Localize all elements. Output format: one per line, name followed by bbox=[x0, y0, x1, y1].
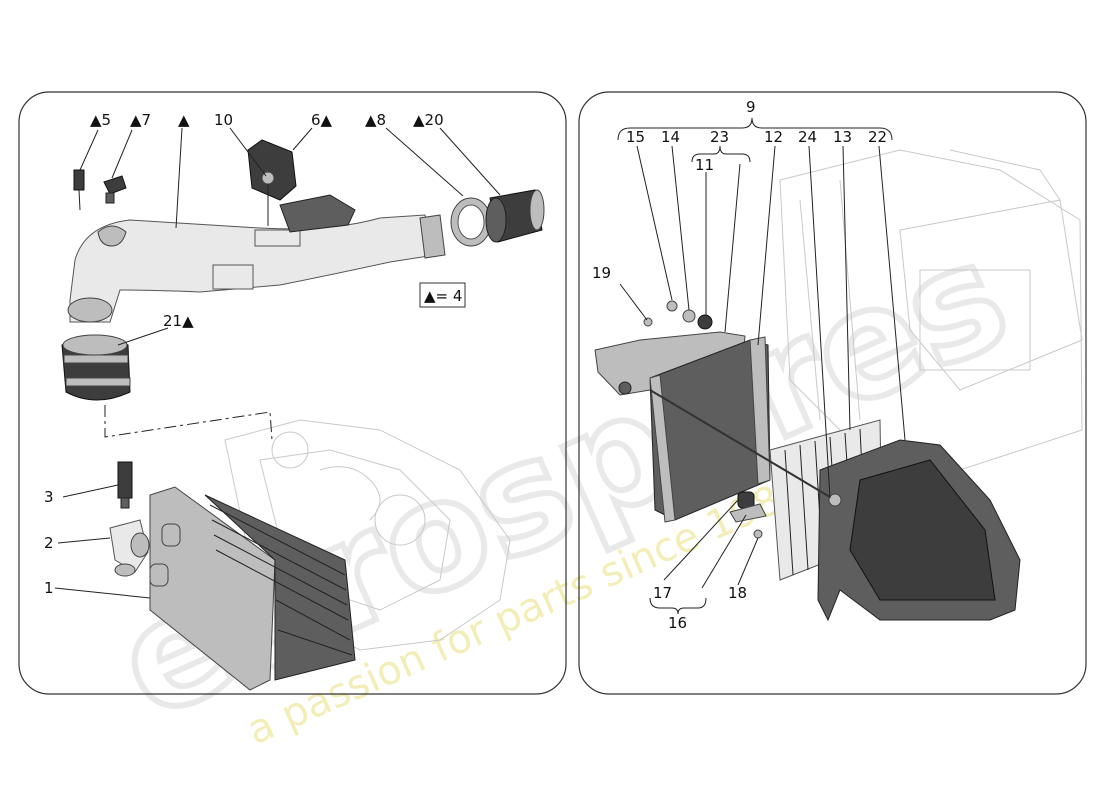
callout-3: 3 bbox=[44, 488, 54, 506]
intercooler-fins bbox=[209, 504, 353, 656]
callout-24: 24 bbox=[798, 128, 817, 146]
callout-22: 22 bbox=[868, 128, 887, 146]
intercooler-1 bbox=[149, 486, 356, 691]
callout-1: 1 bbox=[44, 579, 54, 597]
callout-triangle: ▲ bbox=[178, 111, 190, 129]
vehicle-front-outline bbox=[779, 149, 1083, 471]
left-leader-lines bbox=[54, 127, 501, 599]
callout-17: 17 bbox=[653, 584, 672, 602]
callout-8: ▲8 bbox=[365, 111, 386, 129]
intake-pipe bbox=[67, 214, 446, 323]
callout-15: 15 bbox=[626, 128, 645, 146]
left-callouts: ▲5 ▲7 ▲ 10 6▲ ▲8 ▲20 21▲ 3 2 1 bbox=[44, 111, 444, 597]
mount-17 bbox=[729, 491, 767, 523]
sleeve-20 bbox=[485, 189, 545, 243]
air-duct-22 bbox=[817, 439, 1021, 622]
right-panel: 9 15 14 23 11 12 24 13 22 19 17 16 18 bbox=[578, 91, 1087, 695]
temp-sensor-3 bbox=[117, 461, 133, 509]
callout-13: 13 bbox=[833, 128, 852, 146]
sensor-6 bbox=[247, 139, 356, 233]
callout-19: 19 bbox=[592, 264, 611, 282]
callout-10: 10 bbox=[214, 111, 233, 129]
callout-21: 21▲ bbox=[163, 312, 194, 330]
clamp-8 bbox=[450, 197, 492, 247]
callout-5: ▲5 bbox=[90, 111, 111, 129]
callout-9: 9 bbox=[746, 98, 756, 116]
callout-20: ▲20 bbox=[413, 111, 444, 129]
tie-rod-24 bbox=[649, 389, 842, 507]
callout-6: 6▲ bbox=[311, 111, 333, 129]
fitting-2 bbox=[109, 519, 150, 577]
screw-18 bbox=[753, 529, 763, 539]
left-panel: ▲= 4 bbox=[18, 91, 567, 695]
callout-14: 14 bbox=[661, 128, 680, 146]
quantity-note: ▲= 4 bbox=[419, 282, 466, 308]
grommet-11 bbox=[697, 314, 713, 330]
callout-11: 11 bbox=[695, 156, 714, 174]
callout-18: 18 bbox=[728, 584, 747, 602]
bolt-15 bbox=[666, 300, 678, 312]
group-brackets bbox=[617, 117, 893, 615]
callout-12: 12 bbox=[764, 128, 783, 146]
coupling-21 bbox=[61, 334, 131, 401]
screw-19 bbox=[643, 317, 653, 327]
callout-23: 23 bbox=[710, 128, 729, 146]
callout-2: 2 bbox=[44, 534, 54, 552]
callout-16: 16 bbox=[668, 614, 687, 632]
callout-7: ▲7 bbox=[130, 111, 151, 129]
radiator-12 bbox=[649, 336, 771, 523]
right-leader-lines bbox=[619, 145, 906, 589]
right-callouts: 9 15 14 23 11 12 24 13 22 19 17 16 18 bbox=[592, 98, 887, 632]
quantity-note-label: ▲= 4 bbox=[424, 287, 462, 305]
sensor-7 bbox=[103, 175, 127, 204]
washer-14 bbox=[682, 309, 696, 323]
pressure-sensor-5 bbox=[73, 169, 85, 211]
